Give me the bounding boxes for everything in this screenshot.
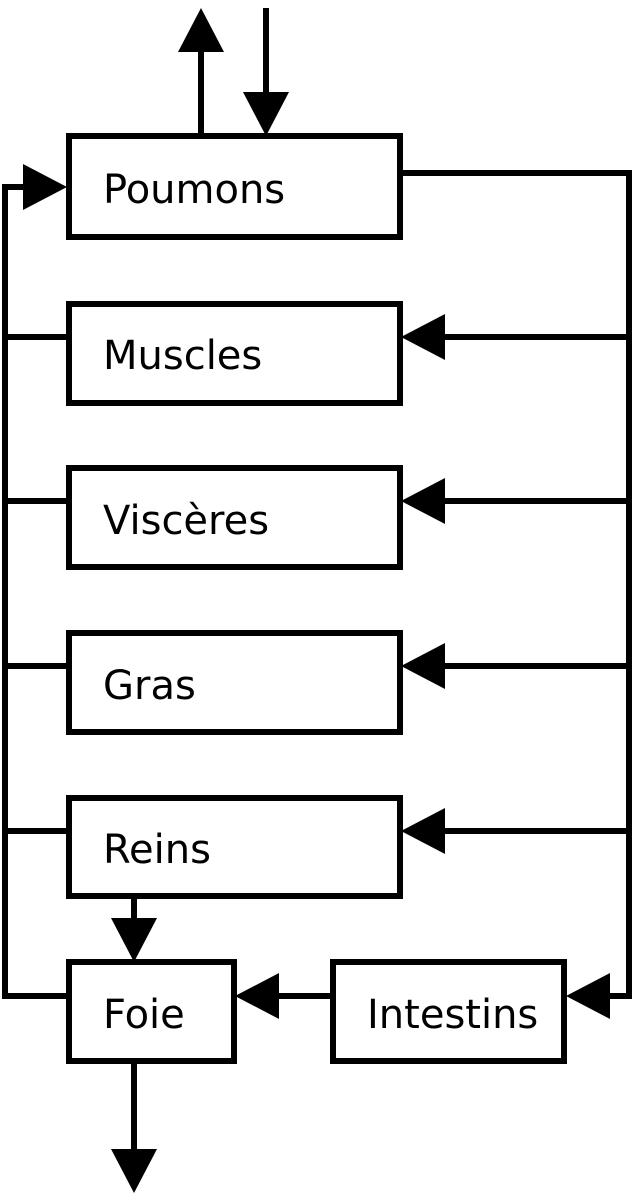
node-reins-label: Reins xyxy=(103,827,211,873)
node-foie-label: Foie xyxy=(103,992,185,1038)
arrowhead-into-muscles xyxy=(401,314,445,360)
node-intestins-label: Intestins xyxy=(367,992,538,1038)
arrowhead-into-visceres xyxy=(401,478,445,524)
node-poumons-label: Poumons xyxy=(103,167,285,213)
node-visceres: Viscères xyxy=(66,465,403,570)
arrowhead-foie-out xyxy=(111,1149,157,1193)
arrowhead-intestins-to-foie xyxy=(235,973,279,1019)
node-gras: Gras xyxy=(66,630,403,735)
node-foie: Foie xyxy=(66,959,237,1064)
node-intestins: Intestins xyxy=(330,959,567,1064)
node-reins: Reins xyxy=(66,795,403,899)
edge-left-trunk xyxy=(2,184,70,999)
arrowhead-into-reins xyxy=(401,808,445,854)
node-gras-label: Gras xyxy=(103,663,196,709)
node-muscles-label: Muscles xyxy=(103,333,262,379)
arrowhead-into-intestins xyxy=(566,973,610,1019)
node-poumons: Poumons xyxy=(66,133,403,240)
arrowhead-reins-to-foie xyxy=(111,918,157,962)
arrowhead-into-poumons xyxy=(23,164,67,210)
arrowhead-into-gras xyxy=(401,643,445,689)
arrowhead-poumons-in xyxy=(243,92,289,136)
node-visceres-label: Viscères xyxy=(103,498,269,544)
node-muscles: Muscles xyxy=(66,301,403,406)
edge-right-trunk xyxy=(400,170,632,999)
arrowhead-poumons-out xyxy=(178,8,224,52)
